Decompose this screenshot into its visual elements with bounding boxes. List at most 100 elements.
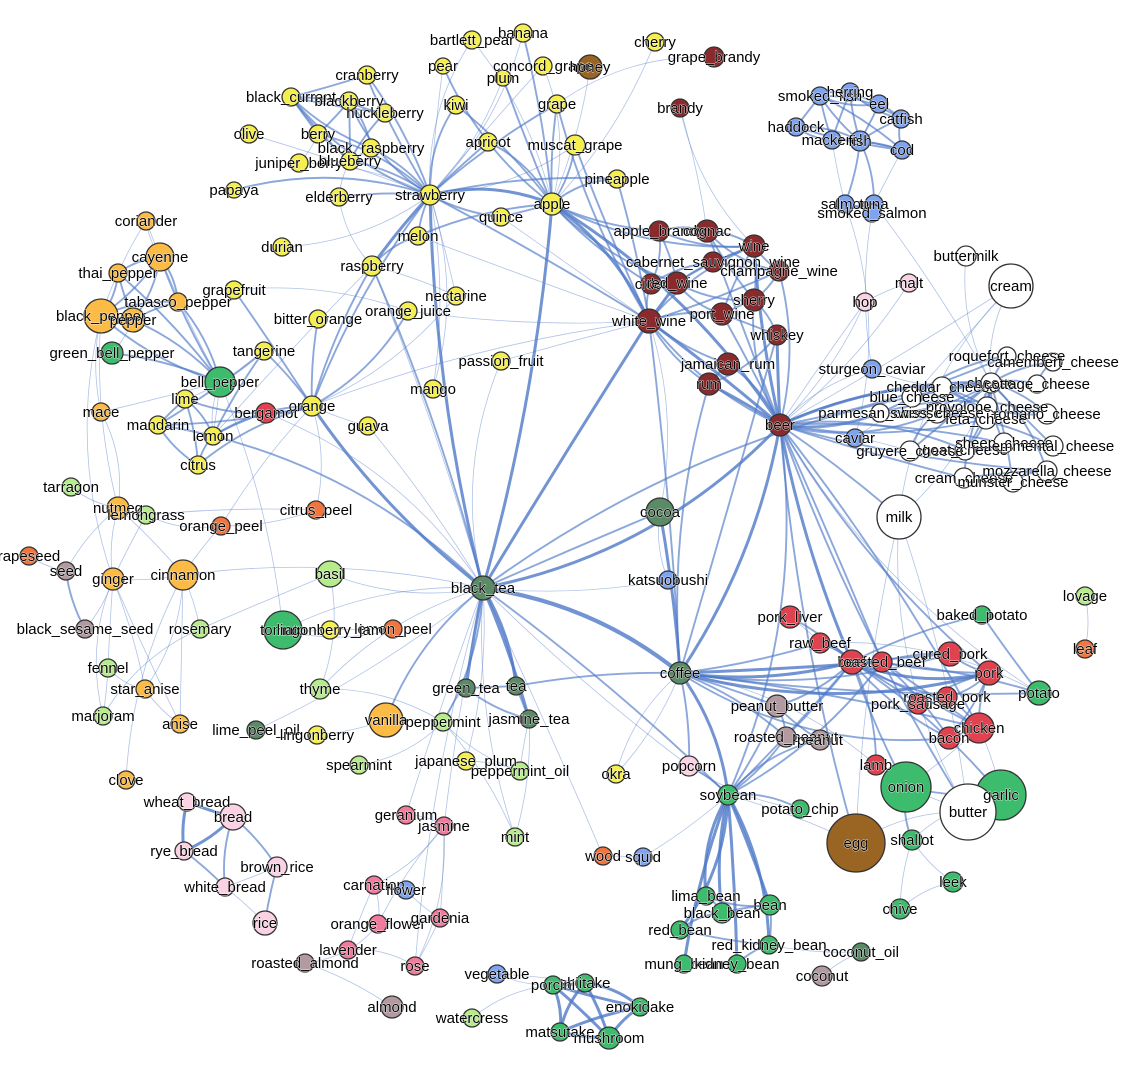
node-green_bell_pepper[interactable] [100,341,124,365]
node-cherry[interactable] [645,32,665,52]
node-elderberry[interactable] [329,187,349,207]
node-rye_bread[interactable] [174,841,194,861]
node-cayenne[interactable] [145,242,175,272]
node-coconut_oil[interactable] [851,942,871,962]
node-matsutake[interactable] [550,1022,570,1042]
node-raw_beef[interactable] [809,632,831,654]
node-japanese_plum[interactable] [456,751,476,771]
node-passion_fruit[interactable] [491,351,511,371]
node-lavender[interactable] [338,940,358,960]
node-haddock[interactable] [786,117,806,137]
node-white_wine[interactable] [636,308,662,334]
node-catfish[interactable] [891,109,911,129]
node-juniper_berry[interactable] [289,153,309,173]
node-nectarine[interactable] [446,286,466,306]
node-kiwi[interactable] [446,95,466,115]
node-salmon[interactable] [835,194,855,214]
node-apricot[interactable] [478,132,498,152]
node-cranberry[interactable] [357,65,377,85]
node-muscat_grape[interactable] [564,134,586,156]
node-roquefort_cheese[interactable] [997,346,1017,366]
node-huckleberry[interactable] [375,103,395,123]
node-rice[interactable] [252,910,278,936]
node-cured_pork[interactable] [937,641,963,667]
node-black_raspberry[interactable] [361,138,381,158]
node-rose[interactable] [405,956,425,976]
node-mung_bean[interactable] [674,954,694,974]
node-papaya[interactable] [225,181,243,199]
node-jasmine_tea[interactable] [519,709,539,729]
node-herring[interactable] [840,82,860,102]
node-sturgeon_caviar[interactable] [862,359,882,379]
node-lime[interactable] [175,389,195,409]
node-apple[interactable] [540,192,564,216]
node-fish[interactable] [849,130,871,152]
node-roasted_beef[interactable] [871,651,893,673]
node-watercress[interactable] [462,1008,482,1028]
node-peanut[interactable] [809,729,831,751]
node-milk[interactable] [876,494,922,540]
node-bartlett_pear[interactable] [462,30,482,50]
node-tabasco_pepper[interactable] [168,292,188,312]
node-popcorn[interactable] [678,755,700,777]
node-apple_brandy[interactable] [648,220,670,242]
node-baked_potato[interactable] [972,605,992,625]
node-tomato[interactable] [263,610,303,650]
node-almond[interactable] [380,995,404,1019]
node-gardenia[interactable] [430,908,450,928]
node-ginger[interactable] [101,567,125,591]
node-bitter_orange[interactable] [308,309,328,329]
node-munster_cheese[interactable] [1002,471,1024,493]
node-leek[interactable] [942,871,964,893]
node-porcini[interactable] [543,975,563,995]
node-blue_cheese[interactable] [901,386,923,408]
node-lamb[interactable] [865,754,887,776]
node-sheep_cheese[interactable] [993,432,1015,454]
node-green_tea[interactable] [456,678,476,698]
node-gruyere_cheese[interactable] [899,440,921,462]
node-romano_cheese[interactable] [1036,403,1058,425]
node-strawberry[interactable] [419,184,441,206]
node-shallot[interactable] [901,829,923,851]
node-cream_cheese[interactable] [953,467,975,489]
node-thyme[interactable] [309,678,331,700]
node-sherry[interactable] [742,288,766,312]
node-cabernet_sauvignon_wine[interactable] [702,251,724,273]
node-squid[interactable] [633,847,653,867]
node-grape_brandy[interactable] [703,46,725,68]
node-melon[interactable] [408,226,428,246]
node-peppermint[interactable] [433,712,453,732]
node-malt[interactable] [899,273,919,293]
node-citrus[interactable] [188,455,208,475]
node-grapefruit[interactable] [224,280,244,300]
node-potato_chip[interactable] [790,799,810,819]
node-shiitake[interactable] [575,973,595,993]
node-chicken[interactable] [963,712,995,744]
node-red_bean[interactable] [670,920,690,940]
node-port_wine[interactable] [710,302,734,326]
node-rum[interactable] [697,372,721,396]
node-berry[interactable] [308,124,328,144]
node-wine[interactable] [742,234,766,258]
node-cocoa[interactable] [645,497,675,527]
node-honey[interactable] [577,54,603,80]
node-rosemary[interactable] [190,619,210,639]
node-mushroom[interactable] [597,1026,621,1050]
node-cod[interactable] [892,140,912,160]
node-champagne_wine[interactable] [768,260,790,282]
node-white_bread[interactable] [215,877,235,897]
node-beer[interactable] [768,413,792,437]
node-guava[interactable] [358,416,378,436]
node-camembert_cheese[interactable] [1043,352,1063,372]
node-lingonberry_jam[interactable] [320,620,340,640]
node-nutmeg[interactable] [106,496,130,520]
node-cream[interactable] [988,263,1034,309]
node-vegetable[interactable] [487,964,507,984]
node-parmesan_cheese[interactable] [870,403,890,423]
node-lemon_peel[interactable] [383,619,403,639]
node-tarragon[interactable] [61,477,81,497]
node-anise[interactable] [170,714,190,734]
node-lima_bean[interactable] [696,886,716,906]
node-katsuobushi[interactable] [658,570,678,590]
node-brown_rice[interactable] [266,856,288,878]
